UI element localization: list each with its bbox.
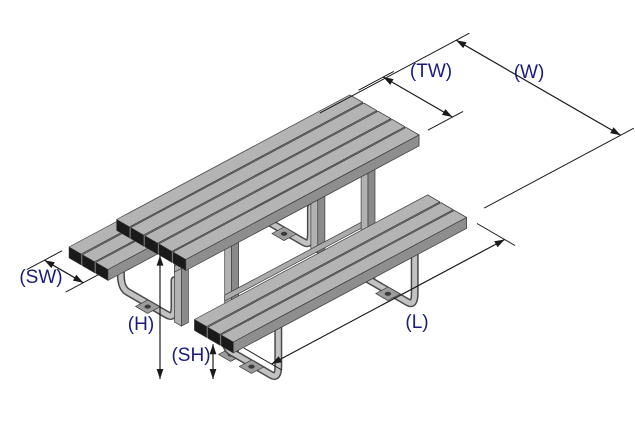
far-bench-foot	[135, 299, 161, 314]
arrowhead	[156, 369, 164, 379]
dimension-label-tw: (TW)	[410, 61, 452, 82]
extension-line	[319, 32, 470, 114]
table-top-end-cap	[116, 219, 130, 239]
anchor-hole	[280, 231, 288, 236]
near-bench-end-cap	[220, 334, 234, 354]
arrowhead	[44, 260, 55, 269]
dimension-label-sh: (SH)	[171, 345, 210, 366]
far-bench-end-cap	[95, 262, 109, 281]
extension-line	[243, 347, 283, 371]
anchor-hole	[384, 291, 392, 296]
extension-line	[427, 110, 464, 131]
dimension-l	[243, 223, 516, 371]
arrowhead	[456, 40, 467, 49]
arrowhead	[442, 109, 453, 117]
extension-line	[476, 223, 516, 246]
dimension-w	[319, 32, 635, 209]
table-top-end-cap	[130, 227, 144, 247]
dimension-tw	[358, 70, 464, 131]
arrowhead	[271, 356, 282, 364]
arrowhead	[209, 369, 217, 379]
arrowhead	[494, 239, 505, 248]
dimension-label-w: (W)	[514, 62, 545, 83]
near-bench-foot	[238, 359, 265, 374]
near-bench	[194, 194, 467, 354]
far-bench-end-cap	[82, 254, 95, 274]
dimension-label-l: (L)	[405, 312, 428, 333]
extension-line	[455, 39, 621, 136]
table-top-end-cap	[158, 243, 172, 263]
extension-line	[483, 127, 635, 209]
arrowhead	[72, 274, 84, 283]
near-bench-end-cap	[207, 327, 221, 346]
near-bench-end-cap	[194, 319, 207, 338]
dimension-h	[156, 255, 164, 379]
near-bench-foot	[375, 286, 401, 301]
table-top-end-cap	[172, 251, 187, 271]
far-bench-foot	[271, 226, 297, 241]
far-bench-end-cap	[68, 246, 82, 266]
extension-line	[382, 76, 453, 118]
extension-line	[271, 238, 505, 365]
dimension-sw	[26, 250, 102, 293]
far-bench-support-tube	[116, 230, 179, 320]
anchor-hole	[248, 364, 255, 369]
table-top	[116, 94, 420, 271]
picnic-table-drawing	[68, 94, 467, 380]
arrowhead	[383, 77, 394, 85]
table-top-end-cap	[144, 235, 158, 255]
dimension-label-h: (H)	[128, 314, 154, 335]
arrowhead	[209, 344, 217, 355]
extension-line	[358, 70, 395, 91]
dimension-annotations	[26, 32, 635, 379]
arrowhead	[156, 255, 164, 266]
anchor-hole	[144, 304, 151, 309]
front-rail	[224, 221, 362, 302]
arrowhead	[610, 127, 621, 136]
dimension-label-sw: (SW)	[19, 267, 62, 288]
dimension-sh	[209, 344, 217, 379]
